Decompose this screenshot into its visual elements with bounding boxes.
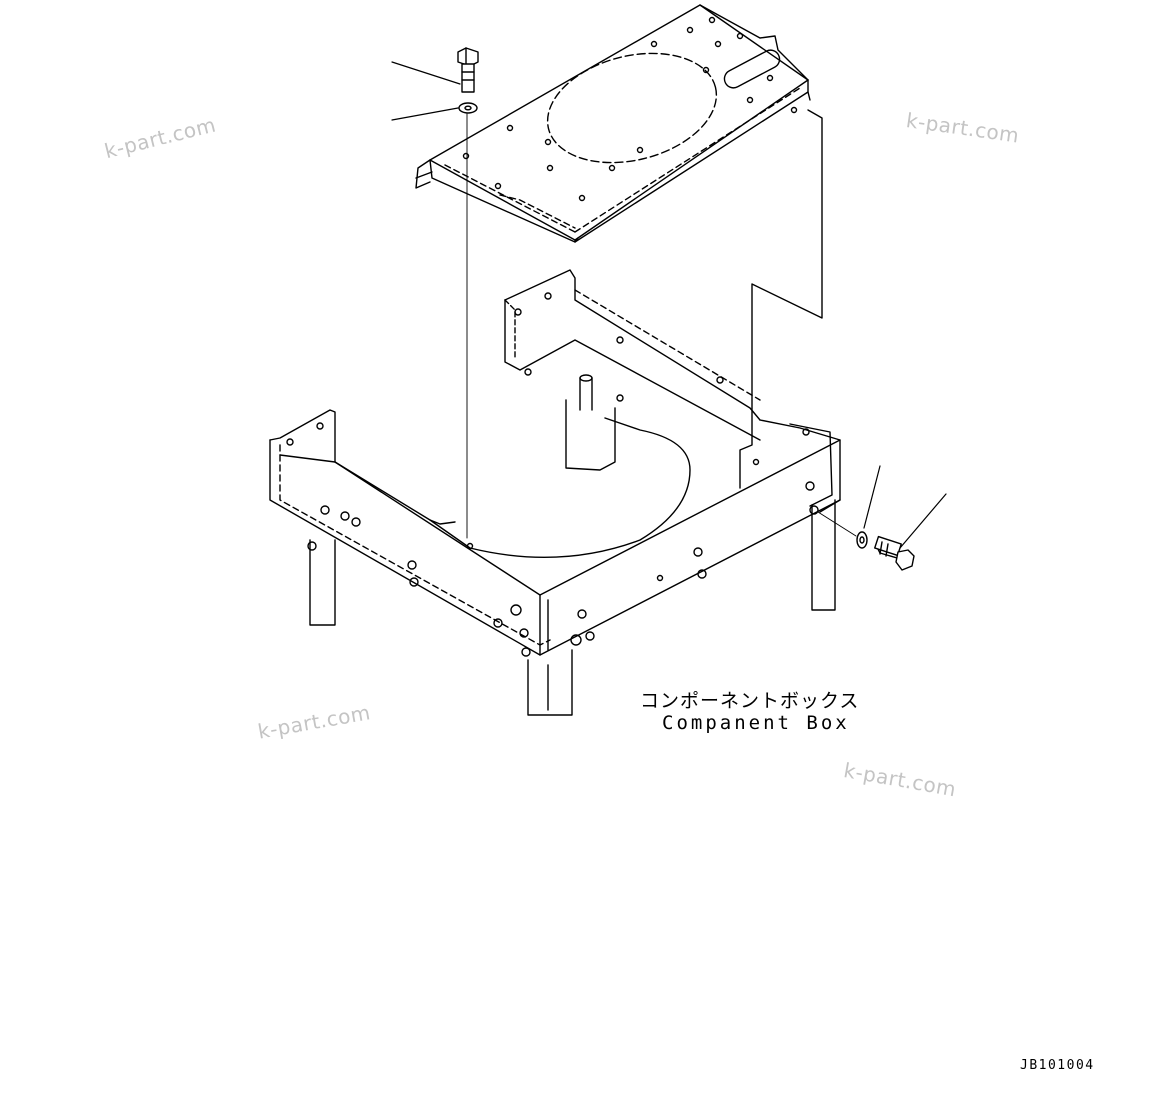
top-bolt[interactable] (457, 47, 479, 93)
side-washer-leader (863, 465, 881, 529)
top-washer-leader (391, 107, 459, 121)
side-bolt[interactable] (874, 535, 915, 571)
main-frame (269, 269, 841, 716)
top-washer[interactable] (458, 102, 478, 114)
drawing-id: JB101004 (1020, 1058, 1095, 1073)
side-bolt-leader (899, 493, 947, 549)
top-cover-plate (415, 4, 811, 243)
side-washer[interactable] (856, 531, 868, 549)
top-bolt-leader (391, 61, 461, 85)
caption-english: Companent Box (662, 712, 850, 734)
caption-japanese: コンポーネントボックス (640, 690, 860, 712)
side-bolt-axis (817, 511, 857, 537)
cover-sheet-outline (739, 109, 823, 489)
